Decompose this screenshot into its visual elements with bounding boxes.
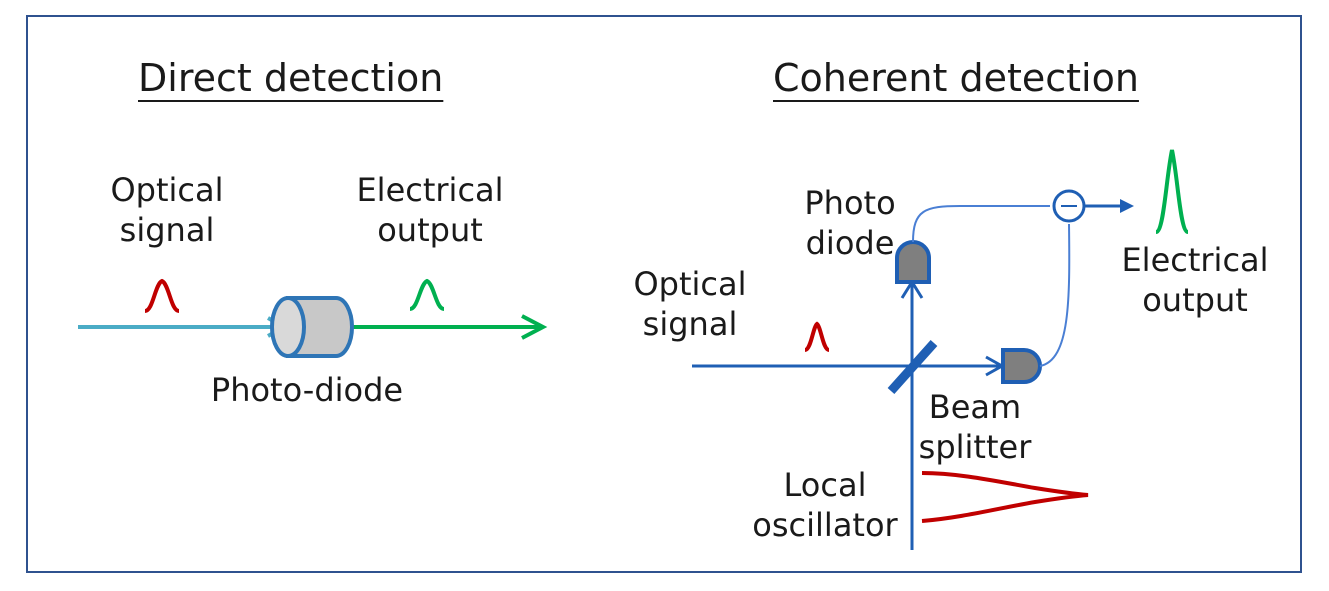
- diagram-frame: [26, 15, 1302, 573]
- photodiode-detector-right: [1001, 348, 1042, 384]
- label-line: signal: [642, 305, 738, 343]
- label-electrical-output-right: Electrical output: [1115, 240, 1275, 320]
- label-line: Optical: [633, 265, 747, 303]
- label-line: Electrical: [1121, 241, 1269, 279]
- electrical-output-arrowhead: [521, 314, 548, 340]
- label-photo-diode-left: Photo-diode: [210, 371, 404, 409]
- label-electrical-output-left: Electrical output: [350, 170, 510, 250]
- local-oscillator-pulse: [921, 471, 1089, 523]
- optical-pulse-right: [804, 321, 830, 352]
- label-line: Photo: [804, 184, 896, 222]
- label-line: diode: [805, 224, 895, 262]
- label-local-oscillator: Local oscillator: [750, 465, 900, 545]
- wire-right-detector: [1039, 223, 1071, 367]
- label-line: output: [1142, 281, 1248, 319]
- label-line: Local: [783, 466, 867, 504]
- beam-splitter: [887, 339, 938, 395]
- label-line: output: [377, 211, 483, 249]
- label-line: Optical: [110, 171, 224, 209]
- title-direct-detection: Direct detection: [138, 56, 444, 100]
- electrical-pulse-right: [1154, 149, 1190, 234]
- wire-top-detector: [912, 205, 1050, 243]
- label-line: Electrical: [356, 171, 504, 209]
- output-arrowhead: [1120, 199, 1134, 213]
- label-line: splitter: [918, 428, 1032, 466]
- label-optical-signal-right: Optical signal: [620, 264, 760, 344]
- photodiode-cylinder: [270, 296, 354, 358]
- label-line: signal: [119, 211, 215, 249]
- photodiode-detector-top: [895, 240, 931, 284]
- label-line: oscillator: [752, 506, 898, 544]
- electrical-pulse-left: [409, 278, 445, 311]
- label-photo-diode-right: Photo diode: [790, 183, 910, 263]
- optical-pulse-left: [144, 278, 180, 313]
- title-coherent-detection: Coherent detection: [773, 56, 1139, 100]
- label-optical-signal-left: Optical signal: [92, 170, 242, 250]
- label-beam-splitter: Beam splitter: [915, 387, 1035, 467]
- label-line: Beam: [928, 388, 1022, 426]
